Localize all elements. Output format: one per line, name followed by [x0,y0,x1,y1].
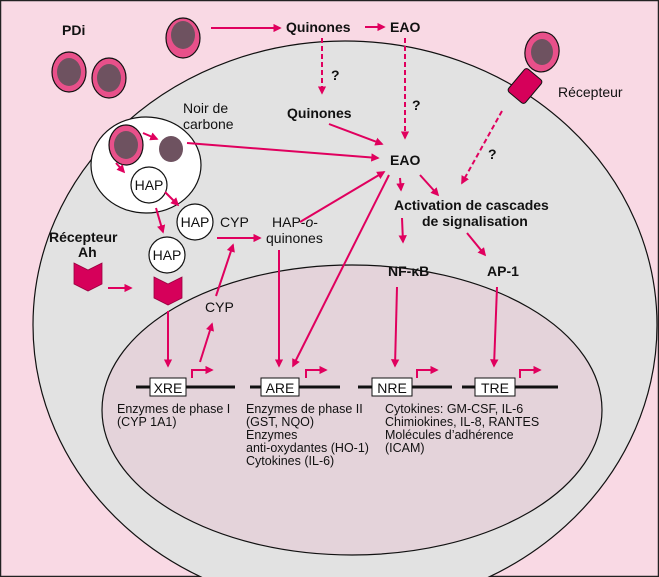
eao-center-label: EAO [390,152,420,168]
gene-line: TRE [462,365,558,397]
particle [165,17,201,59]
hap-label: HAP [181,214,210,230]
svg-text:Enzymes de phase II: Enzymes de phase II [246,402,363,416]
arrow-particle-to-hap [115,162,126,174]
question-mark: ? [488,146,497,162]
arrow-ap1-to-tre [490,286,499,368]
ap1-label: AP-1 [487,263,519,279]
svg-text:anti-oxydantes (HO-1): anti-oxydantes (HO-1) [246,441,369,455]
recepteur-ah-label: Récepteur [49,229,118,245]
svg-text:Chimiokines, IL-8, RANTES: Chimiokines, IL-8, RANTES [385,415,539,429]
arrow-activation-to-ap1 [466,232,487,257]
hap-o-quinones-label: quinones [266,230,323,246]
arrow-cyp-to-cyp [215,243,235,297]
are-products: Enzymes de phase II (GST, NQO) Enzymes a… [246,402,369,468]
ah-receptor-bound [153,276,183,306]
cyp-label: CYP [205,299,234,315]
carbon-core [159,136,183,162]
particle [91,57,127,99]
arrow-hap-to-hap3 [155,207,166,234]
hap-o-quinones-label: HAP-o- [272,214,318,230]
svg-text:(GST, NQO): (GST, NQO) [246,415,314,429]
cyp-label: CYP [220,214,249,230]
activation-label: de signalisation [422,213,528,229]
recepteur-label: Récepteur [558,84,623,100]
svg-text:(ICAM): (ICAM) [385,441,425,455]
noir-de-carbone-label: carbone [183,116,234,132]
arrow-eao-to-are [292,174,390,368]
hap-circle: HAP [176,203,214,241]
dashed-arrow-receptor-to-activation [461,110,503,185]
arrow-quinones-to-eao-up [299,171,386,223]
gene-line: ARE [250,365,340,397]
svg-text:Cytokines: GM-CSF, IL-6: Cytokines: GM-CSF, IL-6 [385,402,523,416]
tre-box: TRE [481,380,509,396]
noir-de-carbone-label: Noir de [183,100,228,116]
xre-products: Enzymes de phase I (CYP 1A1) [117,402,230,429]
arrow-activation-to-nfkb [398,217,407,244]
xre-box: XRE [154,380,183,396]
arrow-eao-to-activation-right [419,174,440,197]
nfkb-label: NF-κB [388,263,429,279]
arrow-nfkb-to-nre [390,286,400,368]
arrow-hap-to-hap2 [164,191,180,207]
svg-text:Molécules d’adhérence: Molécules d’adhérence [385,428,514,442]
question-mark: ? [331,67,340,83]
hap-label: HAP [135,177,164,193]
arrow-quinones-to-eao-center [328,123,384,146]
quinones-top-label: Quinones [286,19,351,35]
svg-text:(CYP 1A1): (CYP 1A1) [117,415,177,429]
quinones-mid-label: Quinones [287,105,352,121]
membrane-receptor [507,68,543,104]
pdi-label: PDi [62,22,85,38]
ah-receptor-free [73,262,103,292]
nre-box: NRE [377,380,407,396]
recepteur-ah-label: Ah [78,244,97,260]
arrows [108,22,499,368]
svg-text:Enzymes: Enzymes [246,428,297,442]
eao-top-label: EAO [390,19,420,35]
question-mark: ? [412,97,421,113]
nucleus [101,264,603,556]
arrow-particle-to-carbon [142,132,159,141]
hap-circle: HAP [148,236,186,274]
particle-on-receptor [524,31,560,73]
activation-label: Activation de cascades [394,197,549,213]
gene-line: NRE [358,365,452,397]
gene-line: XRE [136,365,235,397]
arrow-xre-to-cyp [199,322,214,363]
nre-products: Cytokines: GM-CSF, IL-6 Chimiokines, IL-… [385,402,539,455]
are-box: ARE [266,380,295,396]
particle [51,51,87,93]
hap-circle: HAP [130,166,168,204]
hap-label: HAP [153,247,182,263]
arrow-eao-to-activation [396,177,405,192]
arrow-carbon-to-eao [186,142,380,162]
particle-in-endosome [108,124,144,166]
svg-text:Cytokines (IL-6): Cytokines (IL-6) [246,454,334,468]
svg-text:Enzymes de phase I: Enzymes de phase I [117,402,230,416]
